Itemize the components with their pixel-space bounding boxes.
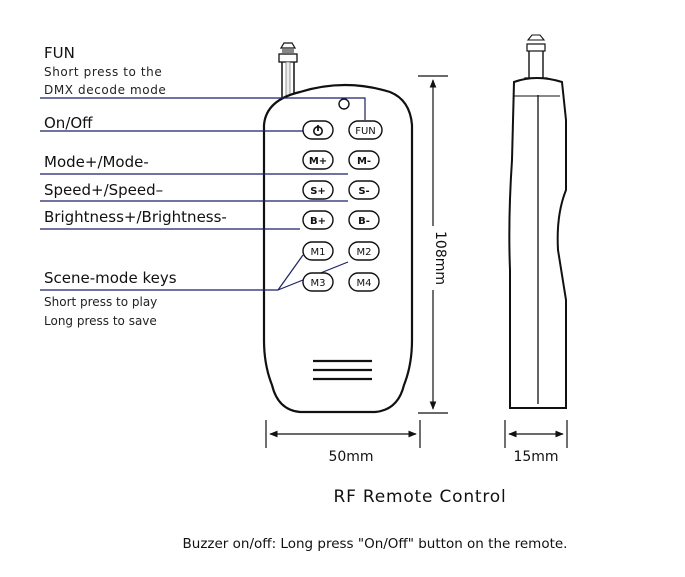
button-m2-label: M2 — [357, 247, 372, 258]
button-bright-plus-label: B+ — [310, 216, 326, 227]
dimension-width: 50mm — [265, 420, 421, 465]
button-speed-plus-label: S+ — [310, 186, 326, 197]
dimension-height: 108mm — [418, 75, 448, 414]
button-mode-minus-label: M- — [357, 156, 371, 167]
button-m1-label: M1 — [311, 247, 326, 258]
button-m2[interactable]: M2 — [348, 241, 380, 261]
button-m3[interactable]: M3 — [302, 272, 334, 292]
button-mode-minus[interactable]: M- — [348, 150, 380, 170]
dimension-height-label: 108mm — [432, 231, 448, 285]
label-fun-desc-2: DMX decode mode — [44, 83, 166, 97]
button-m3-label: M3 — [311, 278, 326, 289]
label-fun: FUN — [44, 44, 75, 62]
button-mode-plus[interactable]: M+ — [302, 150, 334, 170]
button-m1[interactable]: M1 — [302, 241, 334, 261]
button-bright-minus[interactable]: B- — [348, 210, 380, 230]
label-fun-desc-1: Short press to the — [44, 65, 162, 79]
side-view — [508, 34, 567, 409]
buzzer-note: Buzzer on/off: Long press "On/Off" butto… — [183, 536, 568, 552]
label-brightness: Brightness+/Brightness- — [44, 208, 227, 226]
button-bright-plus[interactable]: B+ — [302, 210, 334, 230]
button-m4[interactable]: M4 — [348, 272, 380, 292]
remote-body-front — [262, 83, 414, 414]
button-m4-label: M4 — [357, 278, 372, 289]
leader-lines — [40, 97, 366, 291]
button-fun[interactable]: FUN — [348, 120, 383, 140]
label-onoff: On/Off — [44, 114, 93, 132]
dimension-width-label: 50mm — [328, 449, 373, 465]
led-indicator — [338, 98, 350, 110]
button-speed-minus[interactable]: S- — [348, 180, 380, 200]
caption: RF Remote Control — [333, 487, 506, 507]
label-scene: Scene-mode keys — [44, 269, 177, 287]
label-scene-desc-1: Short press to play — [44, 295, 157, 309]
button-speed-plus[interactable]: S+ — [302, 180, 334, 200]
callout-labels: FUN Short press to the DMX decode mode O… — [44, 44, 227, 328]
speaker-vents — [313, 359, 372, 381]
label-mode: Mode+/Mode- — [44, 153, 149, 171]
button-power[interactable] — [302, 120, 334, 140]
label-speed: Speed+/Speed– — [44, 181, 163, 199]
button-mode-plus-label: M+ — [309, 156, 327, 167]
button-speed-minus-label: S- — [358, 186, 369, 197]
label-scene-desc-2: Long press to save — [44, 314, 157, 328]
antenna-front — [278, 42, 298, 101]
button-bright-minus-label: B- — [358, 216, 370, 227]
button-fun-label: FUN — [355, 126, 376, 137]
dimension-depth: 15mm — [504, 420, 568, 465]
dimension-depth-label: 15mm — [513, 449, 558, 465]
